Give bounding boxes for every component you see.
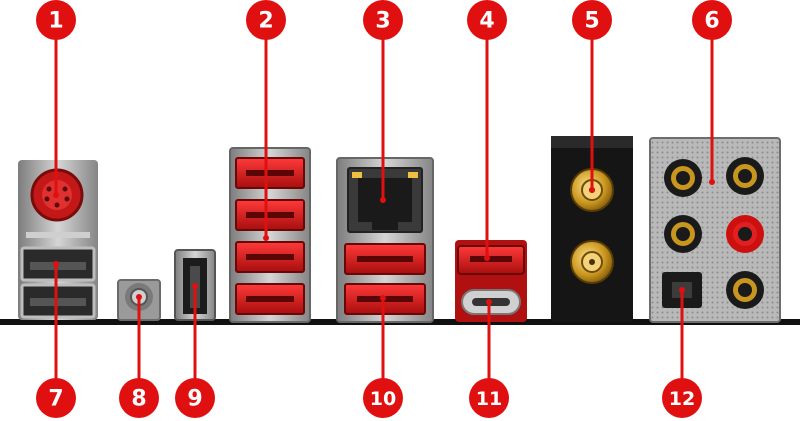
- leader-dot-8: [136, 294, 142, 300]
- callout-badge-7: [36, 378, 76, 418]
- leader-dot-10: [380, 295, 386, 301]
- callout-number-12: 12: [669, 388, 695, 410]
- callout-badge-4: [467, 0, 507, 40]
- callout-number-4: 4: [479, 9, 494, 34]
- callout-number-2: 2: [258, 9, 273, 34]
- leader-dot-7: [53, 261, 59, 267]
- callout-badge-1: [36, 0, 76, 40]
- leader-dot-9: [192, 283, 198, 289]
- ps2-usb-combo: [18, 160, 98, 320]
- usb-a-usb-c-combo: [455, 240, 527, 322]
- usb-stack-red-quad: [229, 147, 311, 323]
- callout-badge-9: [175, 378, 215, 418]
- callout-number-7: 7: [48, 387, 63, 412]
- callout-number-1: 1: [48, 9, 63, 34]
- leader-dot-3: [380, 197, 386, 203]
- callout-badge-10: [363, 378, 403, 418]
- leader-dot-5: [589, 187, 595, 193]
- callout-number-5: 5: [584, 9, 599, 34]
- callout-badge-5: [572, 0, 612, 40]
- callout-number-6: 6: [704, 9, 719, 34]
- callout-number-9: 9: [187, 387, 202, 412]
- leader-dot-1: [53, 192, 59, 198]
- leader-dot-4: [484, 255, 490, 261]
- callout-badge-3: [363, 0, 403, 40]
- callout-badge-11: [469, 378, 509, 418]
- leader-dot-12: [679, 287, 685, 293]
- callout-badge-8: [119, 378, 159, 418]
- callout-badge-2: [246, 0, 286, 40]
- callout-badge-12: [662, 378, 702, 418]
- callout-number-10: 10: [370, 388, 396, 410]
- leader-dot-2: [263, 235, 269, 241]
- callout-number-11: 11: [476, 388, 502, 410]
- callout-badge-6: [692, 0, 732, 40]
- leader-dot-11: [486, 299, 492, 305]
- callout-number-8: 8: [131, 387, 146, 412]
- leader-dot-6: [709, 179, 715, 185]
- callout-number-3: 3: [375, 9, 390, 34]
- audio-panel: [649, 137, 781, 323]
